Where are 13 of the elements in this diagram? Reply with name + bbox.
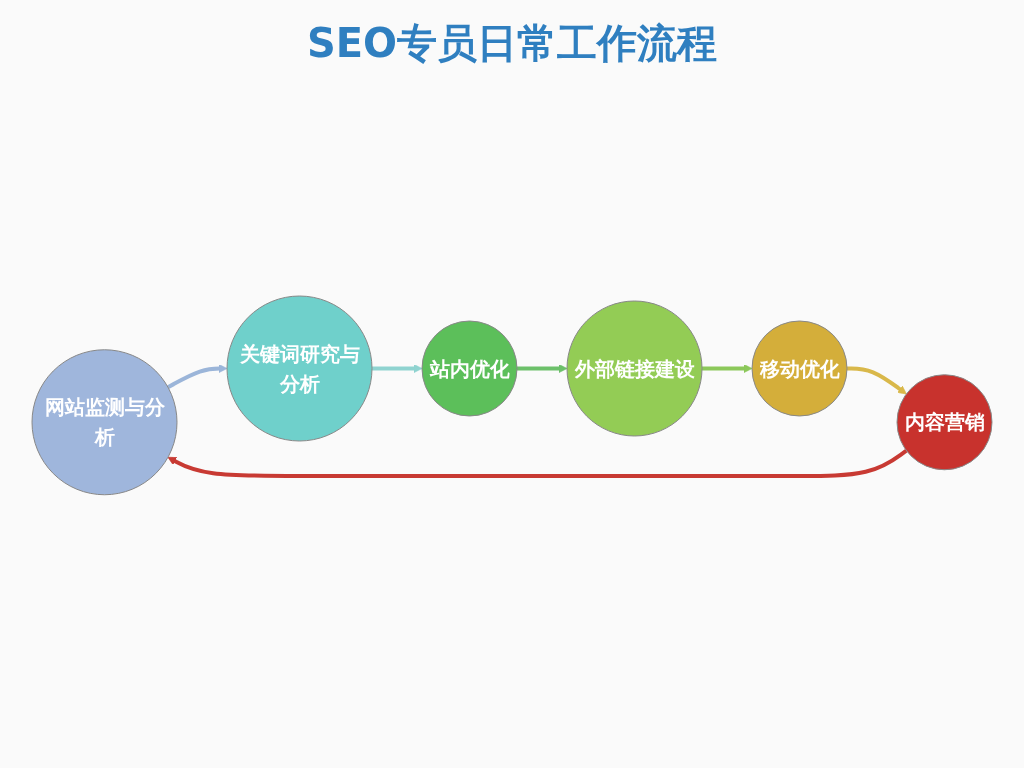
node-circle: 网站监测与分析: [31, 348, 178, 495]
node-circle: 移动优化: [751, 320, 848, 417]
arrow: [847, 366, 907, 394]
diagram-title: SEO专员日常工作流程: [305, 19, 719, 68]
node-circle: 关键词研究与分析: [226, 295, 373, 442]
arrow: [167, 363, 228, 389]
arrow: [372, 363, 423, 373]
arrow: [702, 363, 753, 373]
node-circle: 站内优化: [421, 320, 518, 417]
arrow: [517, 363, 568, 373]
node-circle: 内容营销: [896, 373, 993, 470]
node-circle: 外部链接建设: [566, 300, 703, 437]
arrow: [167, 448, 908, 478]
